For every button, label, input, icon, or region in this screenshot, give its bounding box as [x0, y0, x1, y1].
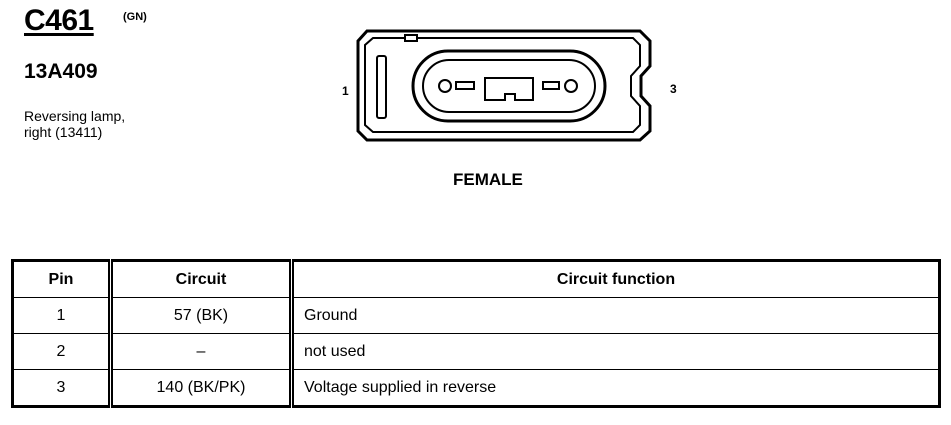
connector-face-drawing	[356, 29, 652, 142]
table-header-row: Pin Circuit Circuit function	[12, 260, 940, 298]
header-pin: Pin	[12, 260, 113, 298]
latch-tab	[404, 34, 418, 42]
pin-3-label: 3	[670, 82, 677, 96]
cell-pin: 3	[12, 369, 113, 407]
description-line-1: Reversing lamp,	[24, 108, 126, 124]
cell-circuit: 57 (BK)	[110, 297, 294, 334]
description-line-2: right (13411)	[24, 124, 103, 140]
lock-rail	[376, 55, 387, 119]
table-row: 1 57 (BK) Ground	[12, 297, 940, 334]
pin-1-label: 1	[342, 84, 349, 98]
center-key	[484, 77, 534, 101]
cell-pin: 1	[12, 297, 113, 334]
table-row: 3 140 (BK/PK) Voltage supplied in revers…	[12, 369, 940, 407]
terminal-pin-3	[564, 79, 578, 93]
table-row: 2 – not used	[12, 333, 940, 370]
header-circuit: Circuit	[110, 260, 294, 298]
cell-pin: 2	[12, 333, 113, 370]
cell-function: Voltage supplied in reverse	[291, 369, 940, 407]
terminal-slot-1	[455, 81, 475, 90]
cell-circuit: –	[110, 333, 294, 370]
connector-description: Reversing lamp, right (13411)	[24, 108, 194, 140]
color-code: (GN)	[123, 11, 147, 23]
connector-id: C461	[24, 4, 94, 37]
terminal-slot-3	[542, 81, 560, 90]
terminal-pin-1	[438, 79, 452, 93]
cavity-inner	[422, 59, 596, 113]
connector-housing-outer	[356, 29, 652, 142]
cell-function: Ground	[291, 297, 940, 334]
cavity-outer	[411, 49, 607, 123]
part-number: 13A409	[24, 60, 98, 83]
cell-circuit: 140 (BK/PK)	[110, 369, 294, 407]
pinout-table: Pin Circuit Circuit function 1 57 (BK) G…	[11, 259, 941, 408]
cell-function: not used	[291, 333, 940, 370]
connector-gender-label: FEMALE	[453, 170, 523, 189]
header-circuit-function: Circuit function	[291, 260, 940, 298]
connector-housing-inner	[364, 37, 641, 133]
